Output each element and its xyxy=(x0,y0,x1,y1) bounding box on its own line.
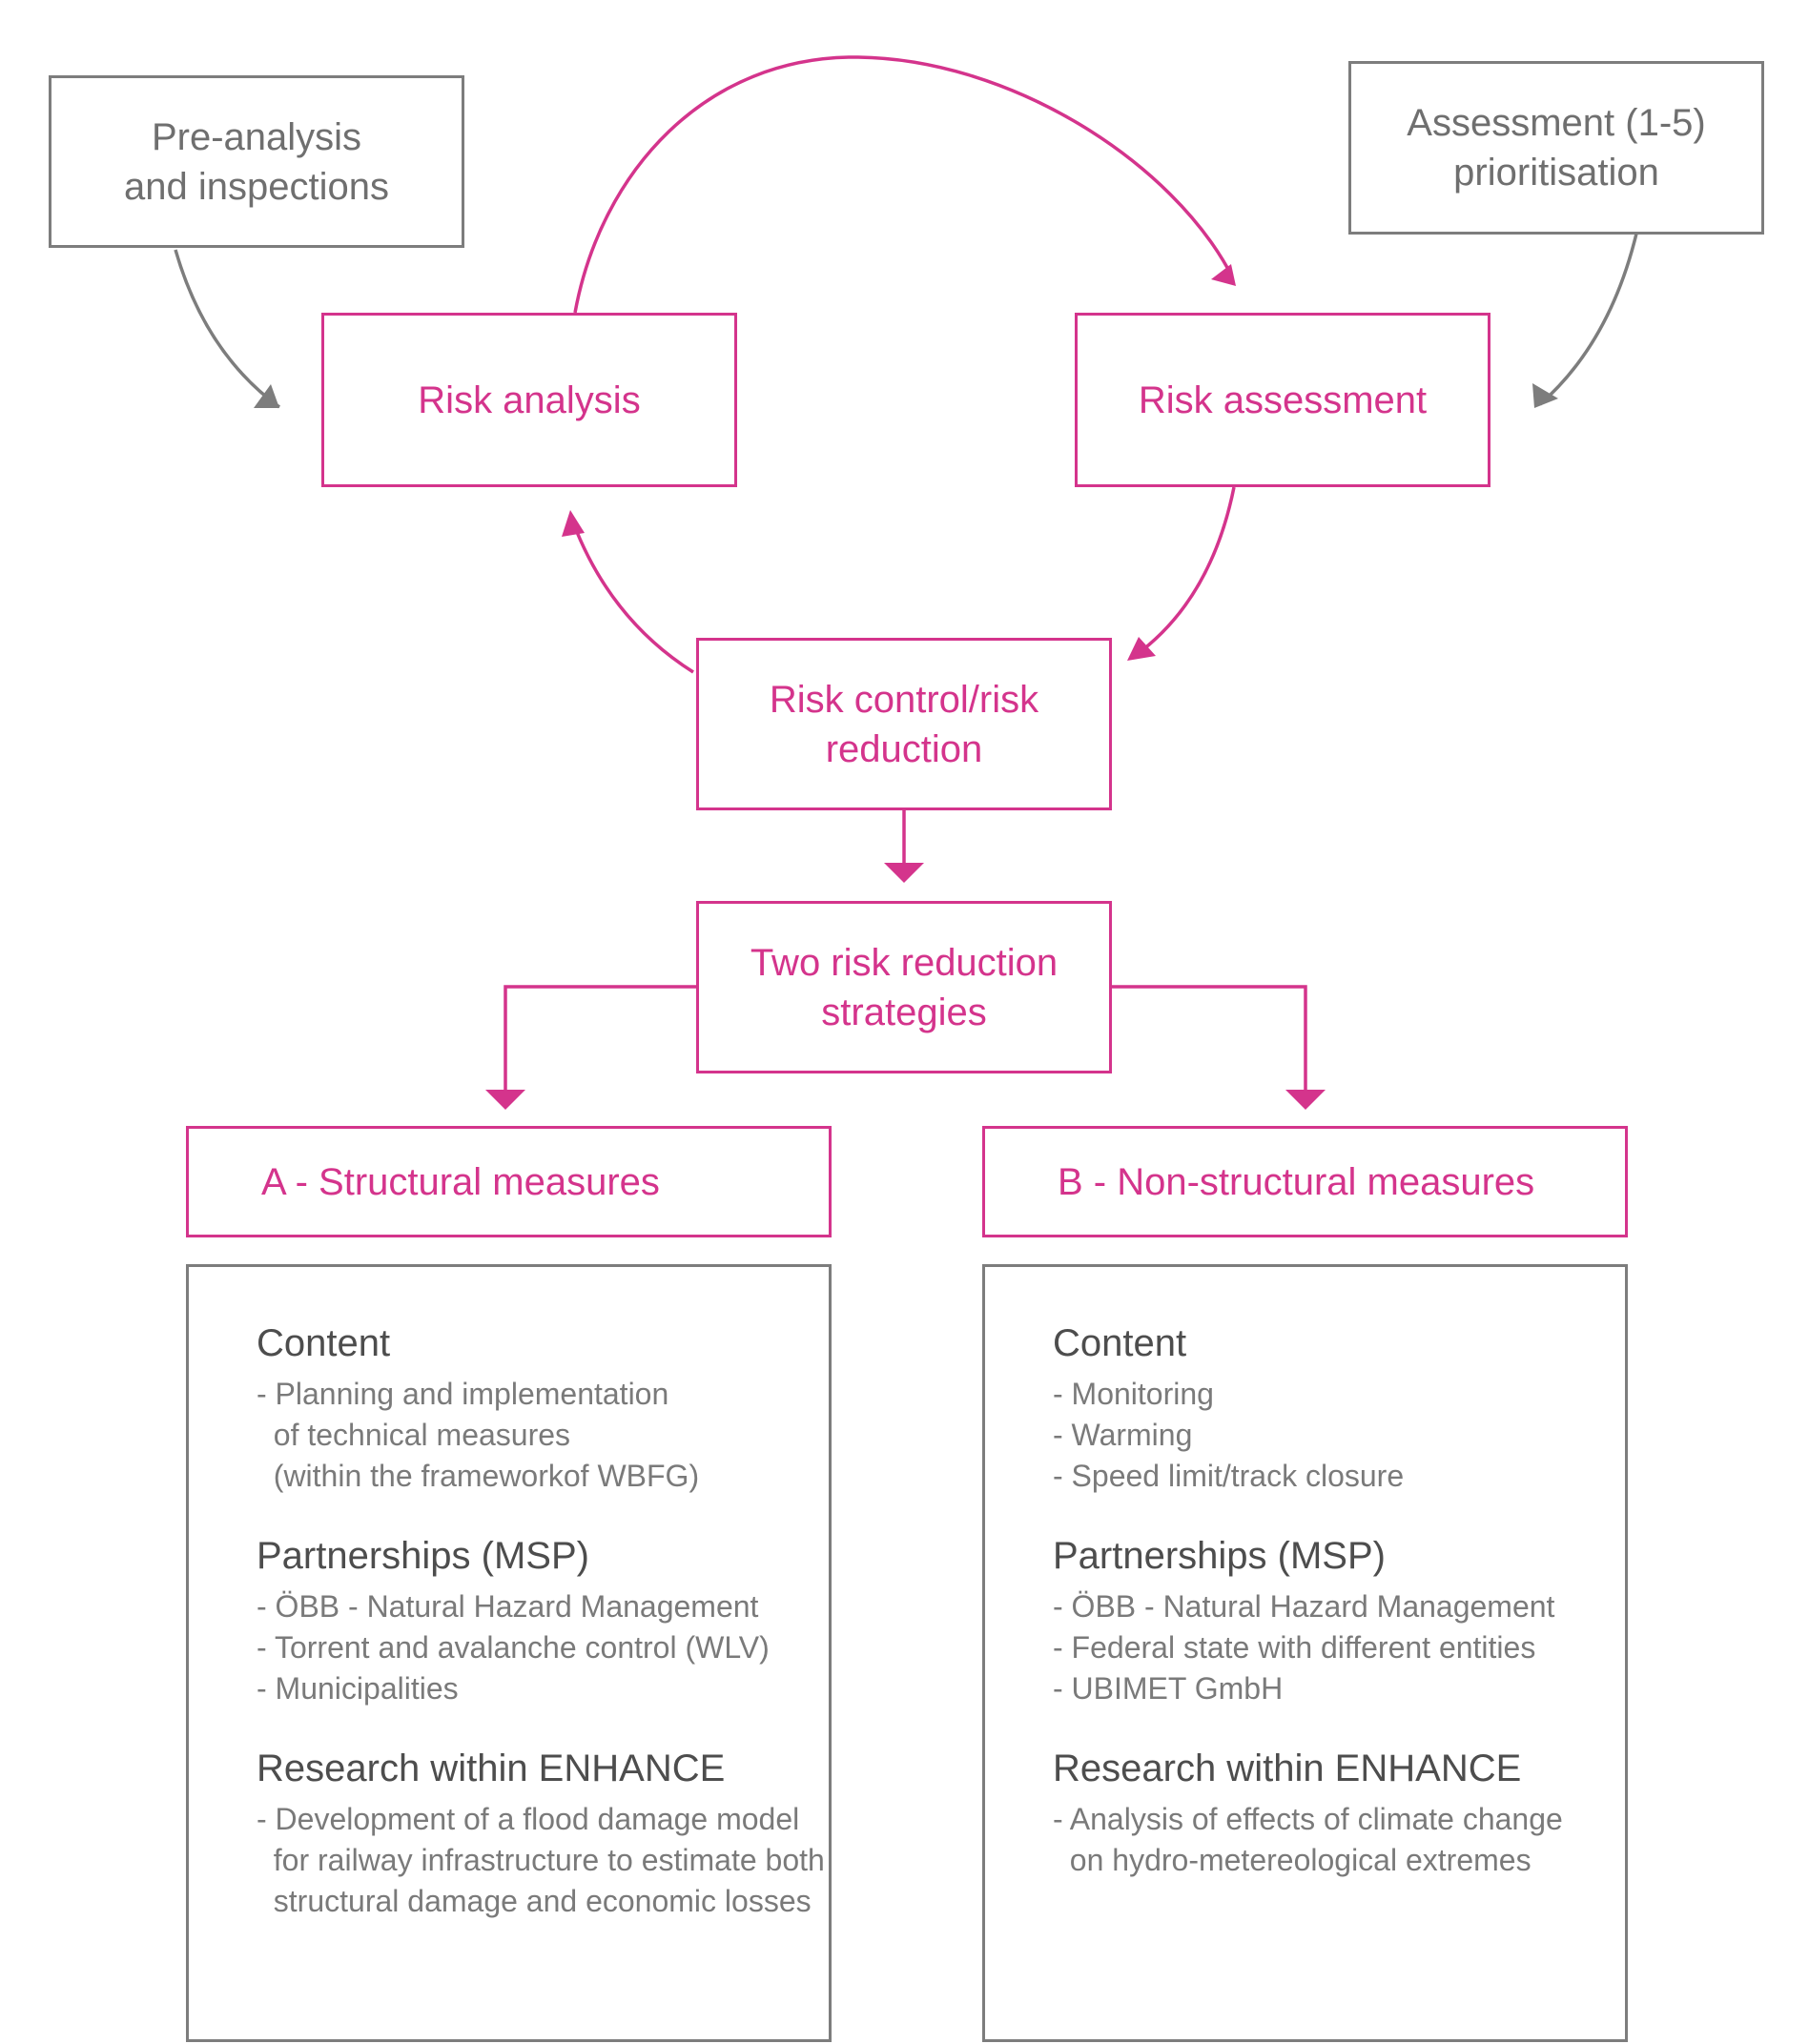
box-structural-label: A - Structural measures xyxy=(261,1160,660,1203)
panel-a-content-title: Content xyxy=(257,1322,391,1364)
box-risk-assessment: Risk assessment xyxy=(1075,313,1490,487)
box-risk-assessment-label: Risk assessment xyxy=(1138,378,1428,421)
panel-a-partnerships-item: - ÖBB - Natural Hazard Management xyxy=(257,1589,759,1624)
arrowhead-gray-left xyxy=(254,384,279,408)
arrow-strategies-to-structural xyxy=(504,985,696,1090)
box-assessment-line-1: Assessment (1-5) xyxy=(1407,102,1706,144)
panel-a-partnerships-item: - Municipalities xyxy=(257,1671,459,1706)
arrowhead-pink-down-left xyxy=(485,1090,525,1110)
panel-b-research-item: - Analysis of effects of climate change xyxy=(1053,1802,1563,1836)
panel-b-partnerships-item: - UBIMET GmbH xyxy=(1053,1671,1284,1706)
box-risk-analysis-label: Risk analysis xyxy=(418,378,641,421)
arrowhead-gray-right xyxy=(1532,383,1558,408)
box-assessment-line-2: prioritisation xyxy=(1453,152,1659,194)
panel-a-research-item: structural damage and economic losses xyxy=(257,1884,812,1918)
arrowhead-pink-left xyxy=(562,510,585,537)
arrow-strategies-to-non-structural xyxy=(1112,985,1307,1090)
panel-a-content-item: (within the frameworkof WBFG) xyxy=(257,1459,700,1493)
arrow-pre-analysis-to-risk-analysis xyxy=(174,249,281,409)
arrow-risk-assessment-to-risk-control xyxy=(1133,486,1236,658)
box-non-structural-measures: B - Non-structural measures xyxy=(982,1126,1628,1237)
box-strategies: Two risk reduction strategies xyxy=(696,901,1112,1073)
panel-b-research-item: on hydro-metereological extremes xyxy=(1053,1843,1531,1877)
arrowhead-pink-down-center xyxy=(884,863,924,883)
box-pre-analysis: Pre-analysis and inspections xyxy=(49,75,464,248)
arrowhead-pink-right xyxy=(1127,637,1156,661)
panel-b-partnerships-item: - Federal state with different entities xyxy=(1053,1630,1536,1665)
panel-b-content-item: - Monitoring xyxy=(1053,1377,1214,1411)
panel-a-partnerships-item: - Torrent and avalanche control (WLV) xyxy=(257,1630,770,1665)
box-structural-measures: A - Structural measures xyxy=(186,1126,832,1237)
panel-b-research-title: Research within ENHANCE xyxy=(1053,1748,1522,1789)
panel-a-content-item: - Planning and implementation xyxy=(257,1377,669,1411)
panel-non-structural-details: Content - Monitoring - Warming - Speed l… xyxy=(982,1264,1628,2042)
box-risk-control: Risk control/risk reduction xyxy=(696,638,1112,810)
box-pre-analysis-line-1: Pre-analysis xyxy=(151,115,362,158)
panel-b-partnerships-title: Partnerships (MSP) xyxy=(1053,1535,1386,1577)
panel-b-content-item: - Warming xyxy=(1053,1418,1193,1452)
panel-b-content-item: - Speed limit/track closure xyxy=(1053,1459,1405,1493)
box-risk-control-line-1: Risk control/risk xyxy=(769,678,1039,721)
panel-a-research-item: - Development of a flood damage model xyxy=(257,1802,800,1836)
panel-structural-details: Content - Planning and implementation of… xyxy=(186,1264,832,2042)
box-strategies-line-1: Two risk reduction xyxy=(750,941,1059,984)
arrow-risk-analysis-to-risk-assessment xyxy=(573,55,1234,314)
panel-b-content-title: Content xyxy=(1053,1322,1187,1364)
arrow-risk-control-to-risk-analysis xyxy=(571,521,694,674)
panel-a-research-title: Research within ENHANCE xyxy=(257,1748,726,1789)
box-risk-control-line-2: reduction xyxy=(825,727,983,770)
panel-a-partnerships-title: Partnerships (MSP) xyxy=(257,1535,589,1577)
box-assessment-prioritisation: Assessment (1-5) prioritisation xyxy=(1348,61,1764,235)
box-non-structural-label: B - Non-structural measures xyxy=(1058,1160,1535,1203)
panel-a-research-item: for railway infrastructure to estimate b… xyxy=(257,1843,825,1877)
arrowhead-pink-down-right xyxy=(1285,1090,1326,1110)
panel-a-content-item: of technical measures xyxy=(257,1418,571,1452)
box-risk-analysis: Risk analysis xyxy=(321,313,737,487)
panel-b-partnerships-item: - ÖBB - Natural Hazard Management xyxy=(1053,1589,1555,1624)
box-strategies-line-2: strategies xyxy=(821,991,987,1033)
box-pre-analysis-line-2: and inspections xyxy=(124,165,389,208)
arrow-prioritisation-to-risk-assessment xyxy=(1538,233,1638,406)
arrowhead-pink-top xyxy=(1211,264,1236,286)
